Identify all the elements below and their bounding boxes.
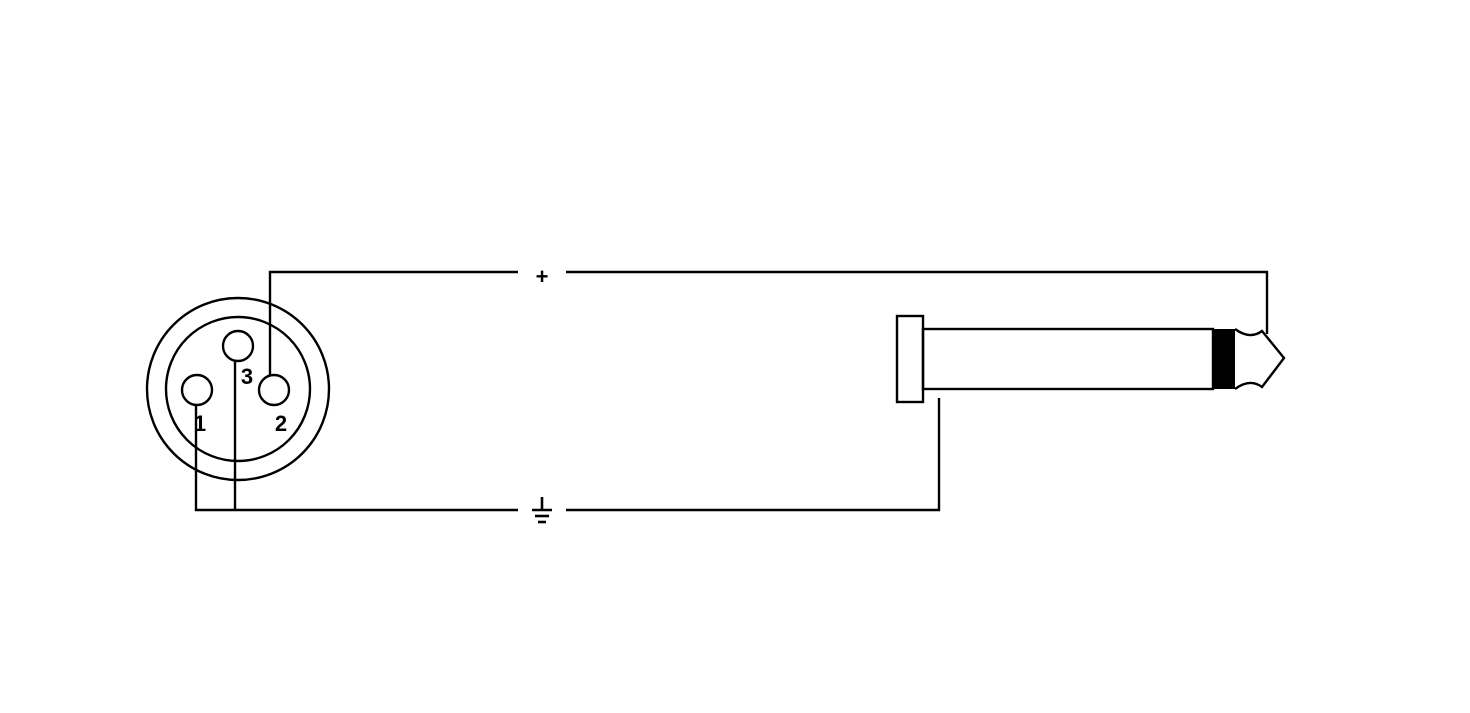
ground-icon — [518, 494, 566, 526]
xlr-pin-1 — [180, 373, 214, 407]
ground-wire — [194, 398, 941, 512]
signal-symbol: + — [536, 264, 549, 289]
xlr-connector: 1 2 3 — [145, 296, 331, 482]
jack-collar — [895, 314, 925, 404]
jack-plug — [895, 314, 1286, 404]
xlr-pin-3-label: 3 — [241, 364, 253, 389]
jack-insulator-ring — [1213, 329, 1235, 389]
xlr-pin-2 — [257, 373, 291, 407]
jack-tip — [1234, 328, 1286, 390]
xlr-pin-2-label: 2 — [275, 411, 287, 436]
plus-symbol: + — [518, 258, 566, 289]
xlr-outer-ring — [145, 296, 331, 482]
signal-wire — [268, 270, 1269, 375]
jack-sleeve — [921, 327, 1215, 391]
xlr-inner-ring — [164, 315, 312, 463]
xlr-pin-3 — [221, 329, 255, 363]
